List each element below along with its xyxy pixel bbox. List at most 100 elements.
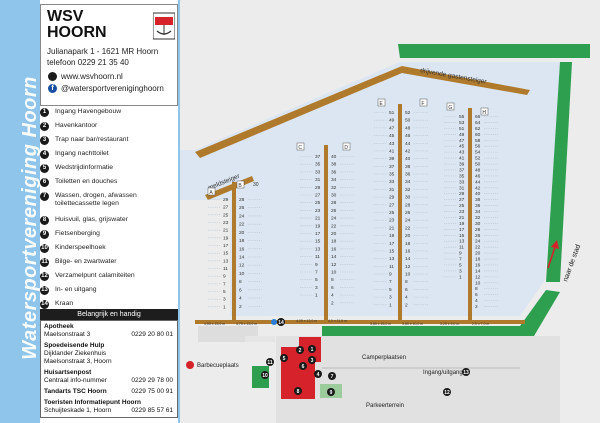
globe-icon [48, 72, 57, 81]
berth-number: 36 [475, 203, 481, 209]
legend-label: Toiletten en douches [55, 178, 118, 185]
berth-number: 17 [223, 243, 229, 249]
berth-number-top: 30 [253, 182, 259, 188]
map-marker-7 [328, 372, 336, 380]
berth-number: 18 [405, 241, 411, 247]
berth-number: 9 [389, 272, 392, 278]
berth-size: 4,55 x 15,0 m [204, 322, 225, 326]
berth-number: 24 [331, 216, 337, 222]
header-card: WSV HOORN Julianapark 1 - 1621 MR Hoorn … [40, 4, 178, 106]
pier-label-box [342, 142, 351, 151]
berth-number: 22 [475, 245, 481, 251]
facebook[interactable]: @watersportvereniginghoorn [61, 84, 164, 93]
berth-number: 8 [331, 277, 334, 283]
berth-number: 24 [475, 239, 481, 245]
handig-title: Tandarts TSC Hoorn [44, 388, 107, 395]
berth-number: 21 [315, 216, 321, 222]
berth-number: 12 [331, 262, 337, 268]
pier-label-box [296, 142, 305, 151]
berth-number: 30 [405, 195, 411, 201]
facebook-icon: f [48, 84, 57, 93]
berth-number: 52 [405, 110, 411, 116]
berth-number: 5 [223, 289, 226, 295]
address-street: Julianapark 1 - 1621 MR Hoorn [47, 47, 159, 56]
berth-number: 64 [475, 120, 481, 126]
quay-wall [195, 320, 525, 324]
berth-number: 38 [405, 164, 411, 170]
berth-number: 4 [239, 296, 242, 302]
berth-number: 3 [223, 297, 226, 303]
legend-label: Fietsenberging [55, 230, 100, 237]
berth-number: 20 [239, 230, 245, 236]
legend-number: 6 [40, 178, 49, 187]
pier-e-f [398, 104, 402, 322]
berth-number: 20 [405, 233, 411, 239]
berth-number: 1 [389, 302, 392, 308]
website[interactable]: www.wsvhoorn.nl [61, 72, 123, 81]
green-embankment-right [546, 62, 572, 282]
berth-number: 23 [459, 209, 465, 215]
berth-number: 8 [475, 286, 478, 292]
pier-g-h [468, 108, 472, 322]
berth-number: 30 [475, 221, 481, 227]
berth-number: 14 [475, 268, 481, 274]
berth-number: 6 [405, 287, 408, 293]
berth-number: 60 [475, 132, 481, 138]
berth-number: 9 [223, 274, 226, 280]
berth-number: 47 [389, 125, 395, 131]
berth-number: 26 [239, 205, 245, 211]
legend-label: Wassen, drogen, afwassen toilettecassett… [55, 192, 137, 207]
berth-number: 7 [389, 279, 392, 285]
pier-letter: E [379, 101, 383, 107]
berth-size: 4,25 x 12,0 m [296, 319, 317, 323]
berth-number: 41 [389, 148, 395, 154]
legend-label: Wedstrijdinformatie [55, 164, 114, 171]
berth-number: 14 [405, 256, 411, 262]
legend-item-13: 13 In- en uitgang [40, 286, 176, 295]
legend-number: 12 [40, 272, 49, 281]
handig-phone: 0229 75 00 91 [131, 388, 173, 395]
berth-number: 19 [389, 233, 395, 239]
map-marker-number: 7 [331, 374, 334, 380]
handig-title: Apotheek [44, 323, 74, 330]
berth-number: 9 [315, 262, 318, 268]
berth-number: 46 [475, 173, 481, 179]
berth-number: 4 [475, 298, 478, 304]
map-marker-5 [280, 354, 288, 362]
berth-number: 31 [389, 187, 395, 193]
legend-number: 13 [40, 286, 49, 295]
berth-number: 5 [459, 262, 462, 268]
berth-number: 49 [389, 118, 395, 124]
map-marker-3 [308, 356, 316, 364]
handig-phone: 0229 29 78 00 [131, 377, 173, 384]
berth-number: 27 [389, 202, 395, 208]
pier-c-d [324, 145, 328, 320]
berth-number: 1 [459, 274, 462, 280]
berth-number: 20 [475, 251, 481, 257]
pier-letter: C [298, 145, 302, 151]
berth-size: 4,0 x 11,5 m [328, 319, 347, 323]
handig-line: Maelsonstraat 3, Hoorn [44, 358, 112, 365]
map-marker-number: 13 [463, 370, 469, 376]
berth-number: 17 [315, 231, 321, 237]
pier-label-box [446, 102, 455, 111]
berth-number: 34 [331, 177, 337, 183]
berth-number: 1 [315, 293, 318, 299]
berth-number: 8 [239, 279, 242, 285]
legend-label: In- en uitgang [55, 286, 97, 293]
berth-number: 15 [389, 248, 395, 254]
camper-label: Camperplaatsen [362, 355, 406, 361]
legend-label: Ingang Havengebouw [55, 108, 122, 115]
berth-number: 17 [389, 241, 395, 247]
berth-number: 44 [405, 141, 411, 147]
logo-text: WSV HOORN [47, 9, 107, 41]
kraan-dot [271, 319, 277, 325]
berth-number: 23 [389, 218, 395, 224]
legend-number: 8 [40, 216, 49, 225]
